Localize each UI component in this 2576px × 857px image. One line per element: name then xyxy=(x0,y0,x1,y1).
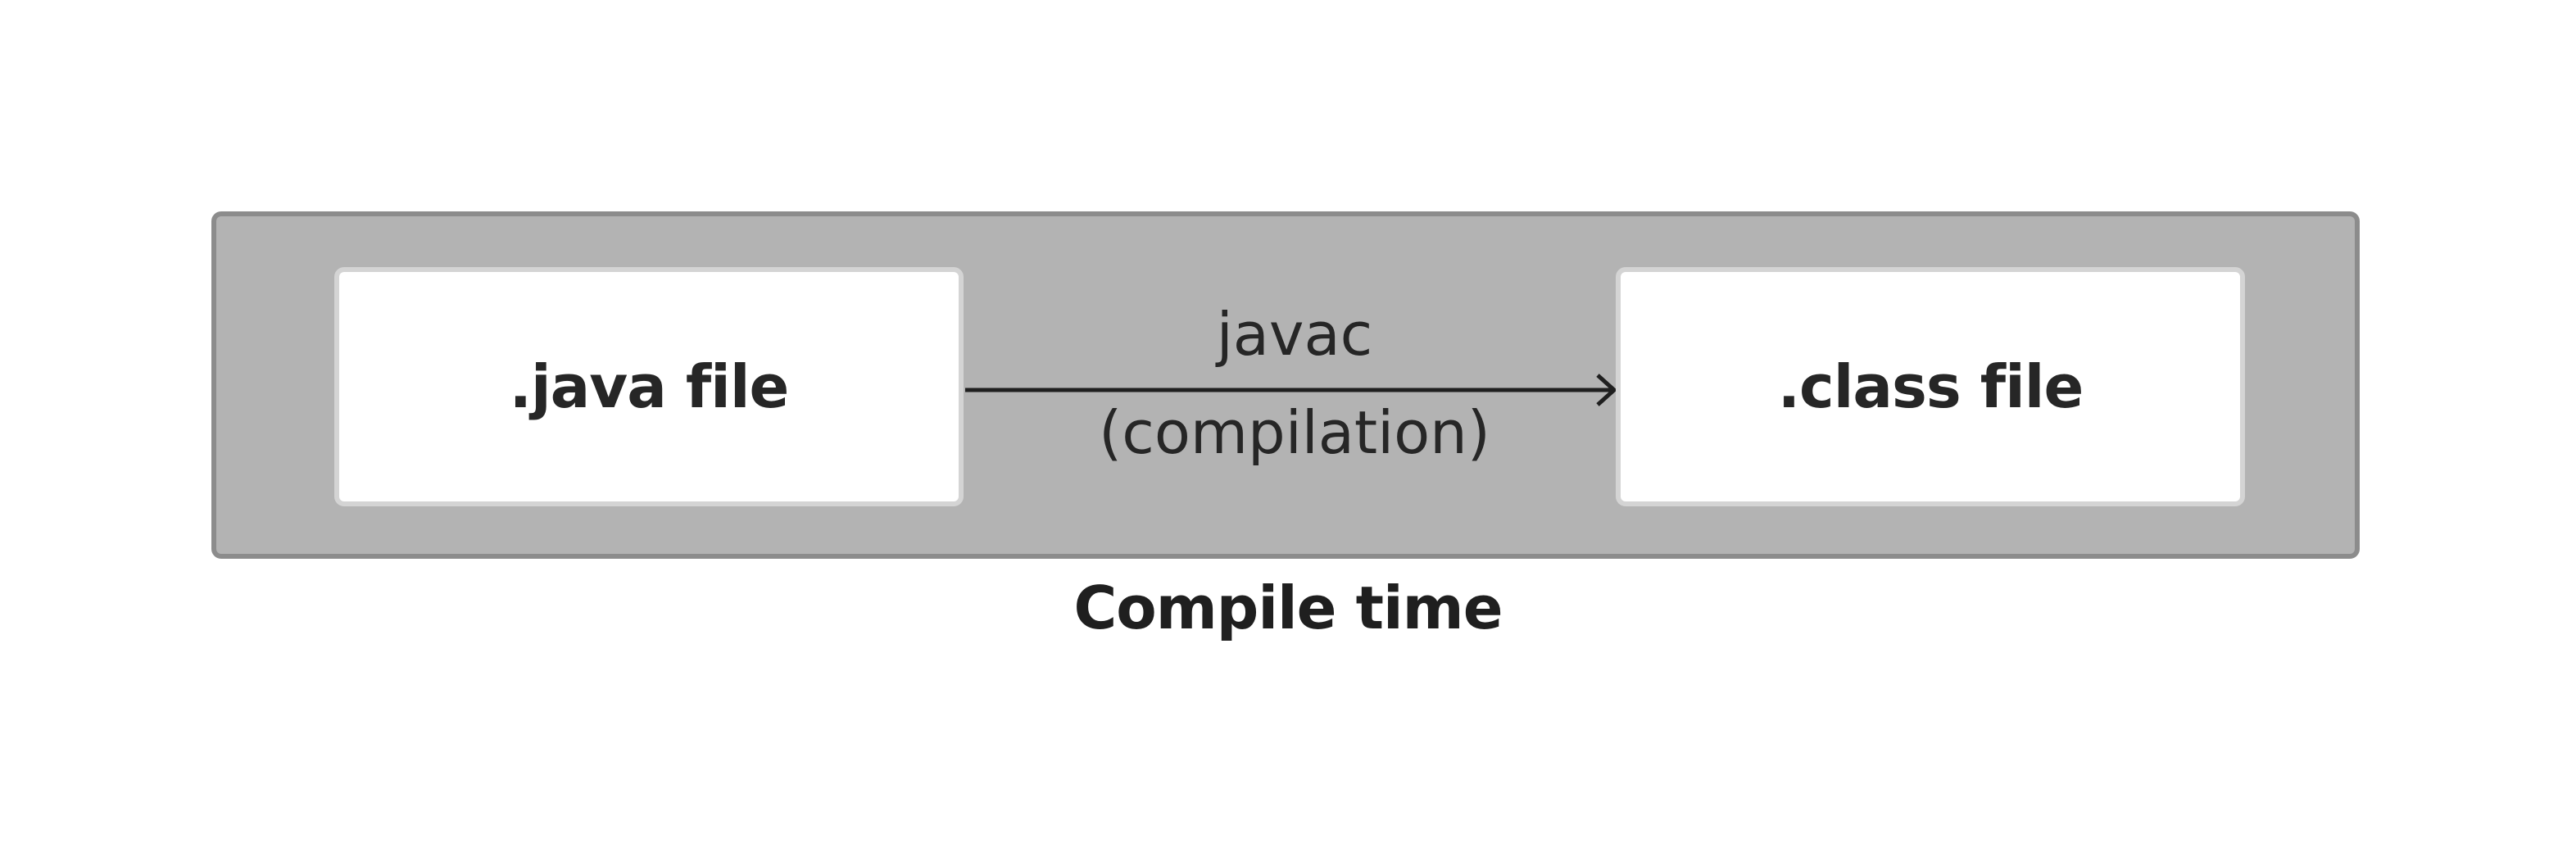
compilation-label: (compilation) xyxy=(1099,398,1490,467)
java-file-box: .java file xyxy=(334,267,964,506)
class-file-label: .class file xyxy=(1777,352,2084,421)
compile-time-caption: Compile time xyxy=(1073,574,1503,642)
javac-label: javac xyxy=(1216,300,1373,369)
class-file-box: .class file xyxy=(1616,267,2245,506)
compilation-arrow xyxy=(965,374,1617,406)
compile-time-container: .java file javac (compilation) .class fi… xyxy=(211,211,2360,559)
java-file-label: .java file xyxy=(509,352,790,421)
arrow-head xyxy=(1596,374,1617,406)
